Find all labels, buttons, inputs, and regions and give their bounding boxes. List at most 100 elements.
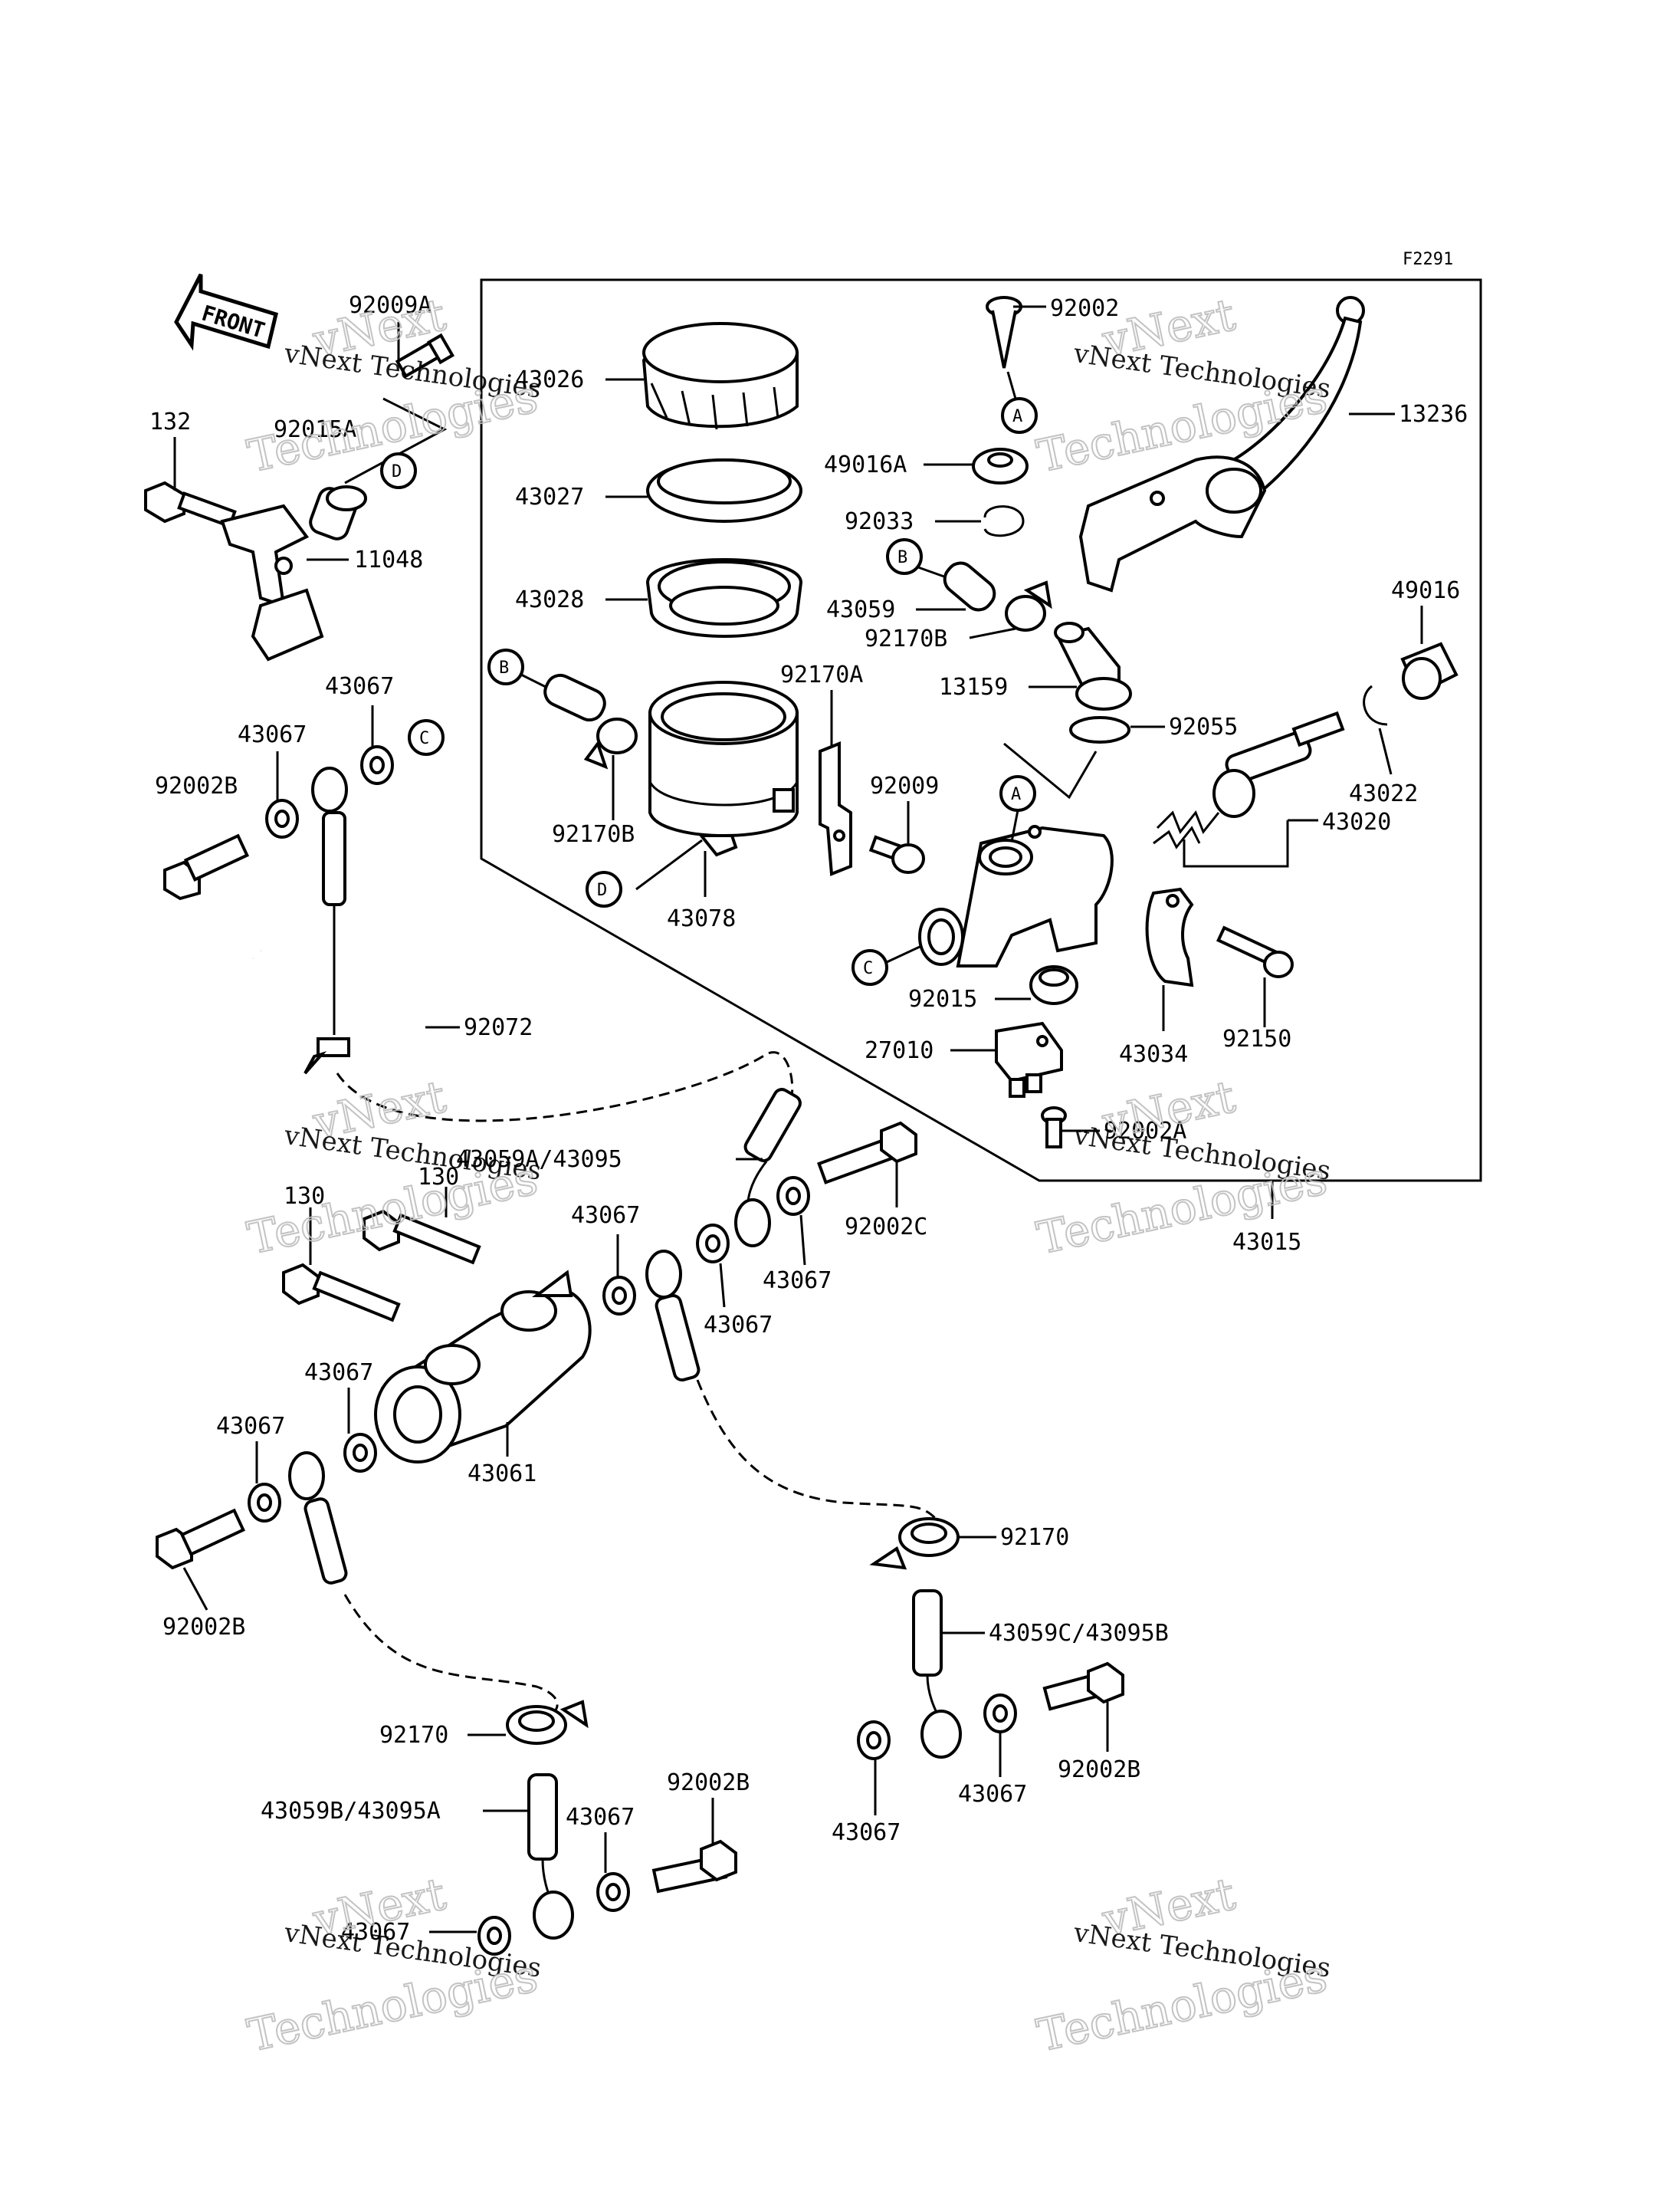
label-43059b: 43059B/43095A <box>261 1798 441 1825</box>
bracket-11048-icon <box>220 504 324 662</box>
leader-43067-d <box>719 1263 726 1308</box>
clamp-92170b-right-icon <box>1005 580 1052 632</box>
leader-a-top <box>1006 371 1017 399</box>
ref-marker-d-top <box>380 452 417 489</box>
leader-d-lower <box>635 839 703 891</box>
reservoir-43078-icon <box>648 681 799 857</box>
label-43067-bottom-j: 43067 <box>566 1804 635 1831</box>
bolt-130-b-icon <box>282 1263 401 1322</box>
washer-43067-f-icon <box>343 1433 377 1473</box>
ref-marker-b-right <box>886 538 923 575</box>
ref-a-body-text: A <box>1011 785 1021 804</box>
washer-43067-c-icon <box>776 1176 810 1216</box>
hose-piece-left-icon <box>543 673 606 722</box>
label-43015: 43015 <box>1232 1229 1301 1256</box>
fitting-13159-icon <box>1054 622 1132 711</box>
hose-path-right <box>696 1379 937 1519</box>
label-43059a: 43059A/43095 <box>456 1146 622 1173</box>
label-92002c: 92002C <box>845 1214 927 1240</box>
label-43067-top-b: 43067 <box>325 673 394 700</box>
leader-92055-body <box>1003 742 1098 800</box>
label-92002b-left: 92002B <box>162 1614 245 1641</box>
label-43020: 43020 <box>1322 809 1391 836</box>
leader-43067-c <box>799 1214 806 1266</box>
label-92002b-right: 92002B <box>1058 1756 1140 1783</box>
bolt-92002c-icon <box>817 1121 917 1184</box>
diaphragm-43028-icon <box>645 558 803 638</box>
circlip-43022-icon <box>1363 685 1388 726</box>
ref-d-lower-text: D <box>597 881 607 900</box>
label-92072: 92072 <box>464 1014 533 1041</box>
label-43067-top-a: 43067 <box>238 721 307 748</box>
master-cylinder-body-icon <box>918 825 1114 967</box>
screw-92002a-icon <box>1041 1106 1067 1148</box>
figure-code: F2291 <box>1403 250 1453 269</box>
screw-92002-icon <box>986 296 1022 369</box>
hose-43059c-icon <box>912 1589 962 1759</box>
clamp-92170-a-icon <box>869 1517 960 1570</box>
clamp-92170-b-icon <box>506 1700 589 1745</box>
label-43067-right-h: 43067 <box>958 1781 1027 1808</box>
lever-13236-icon <box>1078 296 1365 593</box>
piston-43020-icon <box>1212 711 1345 818</box>
label-92033: 92033 <box>845 508 914 535</box>
leader-92002b-b <box>182 1567 208 1611</box>
washer-43067-j-icon <box>596 1872 630 1912</box>
label-92170-right: 92170 <box>1000 1524 1069 1551</box>
bolt-132-icon <box>144 481 237 528</box>
label-43026: 43026 <box>515 366 584 393</box>
leader-a-body <box>1010 810 1019 843</box>
label-49016: 49016 <box>1391 577 1460 604</box>
ref-marker-d-lower <box>586 871 622 908</box>
bracket-92170a-icon <box>819 741 852 876</box>
hose-piece-43059-icon <box>943 561 996 612</box>
reservoir-cap-43026-icon <box>641 322 799 430</box>
washer-43067-d-icon <box>696 1224 730 1263</box>
ref-marker-c-body <box>851 949 888 986</box>
label-92150: 92150 <box>1222 1026 1291 1053</box>
label-43059c: 43059C/43095B <box>989 1620 1169 1647</box>
svg-text:Technologies: Technologies <box>1032 1950 1331 2061</box>
cylinder-43061-icon <box>374 1270 592 1464</box>
svg-text:Technologies: Technologies <box>243 1950 542 2061</box>
hose-path-upper <box>336 1051 794 1122</box>
bolt-92009a-icon <box>395 333 455 379</box>
plate-43027-icon <box>646 458 802 523</box>
part-labels: 92009A 132 92015A 11048 43067 43067 9200… <box>149 292 1468 1946</box>
bushing-49016-icon <box>1400 642 1459 700</box>
label-92002: 92002 <box>1050 295 1119 322</box>
label-43022: 43022 <box>1349 780 1418 807</box>
label-130-a: 130 <box>284 1183 325 1210</box>
washer-43067-g-icon <box>248 1483 281 1523</box>
label-92002b-top: 92002B <box>155 773 238 800</box>
hose-fitting-center-icon <box>645 1250 701 1382</box>
label-92170b-left: 92170B <box>552 821 635 848</box>
washer-43067-b-icon <box>360 745 394 785</box>
hose-43059a-icon <box>734 1088 802 1247</box>
ref-a-top-text: A <box>1012 407 1022 426</box>
leader-43022 <box>1378 728 1393 775</box>
washer-43067-k-icon <box>477 1916 511 1956</box>
washer-43067-e-icon <box>602 1276 636 1316</box>
ref-b-right-text: B <box>897 548 907 567</box>
bolt-92002b-d-icon <box>651 1839 737 1894</box>
label-13159: 13159 <box>939 674 1008 701</box>
label-132: 132 <box>149 409 191 435</box>
label-43027: 43027 <box>515 484 584 511</box>
hose-path-left <box>343 1594 559 1723</box>
label-43067-left-g: 43067 <box>216 1413 285 1440</box>
label-43067-left-f: 43067 <box>304 1359 373 1386</box>
washer-43067-h-icon <box>983 1693 1017 1733</box>
label-11048: 11048 <box>354 547 423 573</box>
label-43067-right-i: 43067 <box>832 1819 901 1846</box>
label-43067-mid-c: 43067 <box>763 1267 832 1294</box>
spring-43020-icon <box>1153 810 1220 849</box>
assembly-outline <box>480 278 1482 1182</box>
label-92015a: 92015A <box>274 416 356 443</box>
label-92170-left: 92170 <box>379 1722 448 1749</box>
ref-c-top-text: C <box>419 729 429 748</box>
washer-43067-a-icon <box>265 799 299 839</box>
label-43067-mid-d: 43067 <box>704 1312 773 1339</box>
watermark-bottom-left: vNext vNext Technologies Technologies <box>242 1867 543 2062</box>
